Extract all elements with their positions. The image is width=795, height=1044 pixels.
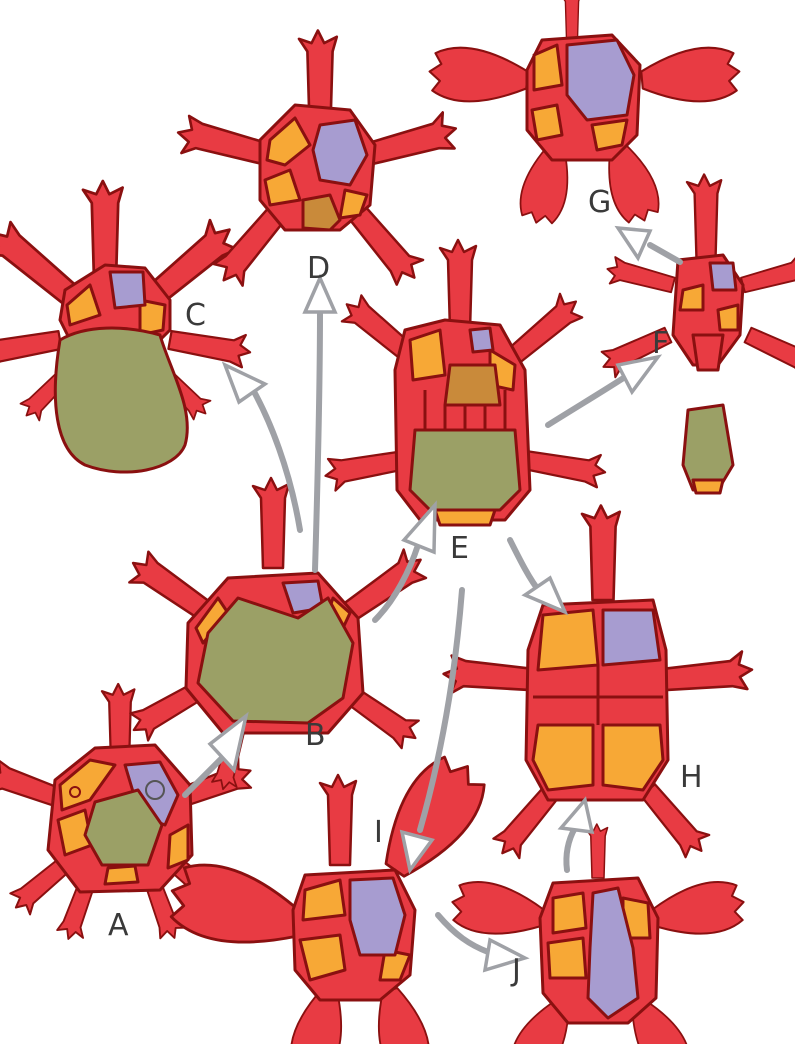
stage-j bbox=[448, 824, 748, 1044]
stage-b bbox=[123, 478, 431, 792]
arrow-f-to-g bbox=[618, 228, 680, 262]
label-i: I bbox=[374, 815, 383, 850]
label-e: E bbox=[450, 531, 469, 566]
label-c: C bbox=[185, 298, 206, 333]
arrow-b-to-d bbox=[305, 278, 335, 570]
label-f: F bbox=[652, 326, 669, 361]
stage-f bbox=[597, 175, 795, 494]
stage-c bbox=[0, 181, 253, 472]
label-h: H bbox=[680, 760, 703, 795]
label-d: D bbox=[307, 251, 330, 286]
arrow-j-to-h bbox=[561, 800, 592, 870]
arrow-e-to-h bbox=[510, 540, 565, 612]
label-j: J bbox=[510, 953, 521, 988]
label-a: A bbox=[108, 908, 129, 943]
label-b: B bbox=[305, 718, 326, 753]
stage-e bbox=[323, 240, 608, 525]
stage-h bbox=[442, 506, 754, 864]
label-g: G bbox=[588, 185, 611, 220]
